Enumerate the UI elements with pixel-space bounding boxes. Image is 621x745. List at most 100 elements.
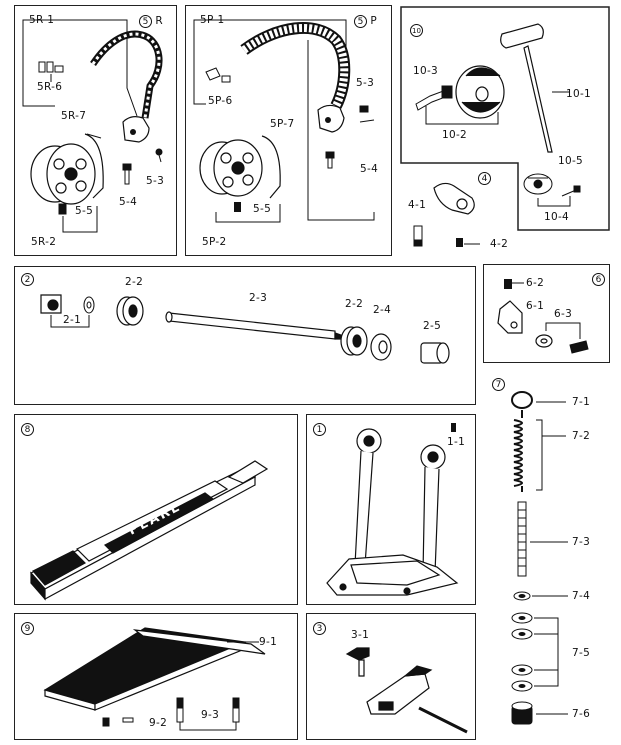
screw-10-5-icon xyxy=(562,186,580,196)
threaded-rod-icon xyxy=(518,502,526,576)
panel-9: 9 9-1 9-2 9-3 xyxy=(14,613,298,740)
label-9-1: 9-1 xyxy=(259,636,278,648)
hinge-4-1-icon xyxy=(434,183,474,214)
label-1-1: 1-1 xyxy=(447,436,466,448)
heel-plate-icon xyxy=(45,628,265,710)
label-5-5: 5-5 xyxy=(253,203,272,215)
badge-8: 8 xyxy=(21,423,34,436)
footboard-drawing: PEARL xyxy=(15,415,299,606)
bolt-10-3-icon xyxy=(416,86,452,110)
label-10-3: 10-3 xyxy=(413,65,439,77)
label-5r-2: 5R-2 xyxy=(31,236,57,248)
panel-1: 1 1-1 xyxy=(306,414,476,605)
badge-7: 7 xyxy=(492,378,505,391)
label-10-1: 10-1 xyxy=(566,88,592,100)
bolt-4-1-icon xyxy=(414,226,422,246)
label-5-3: 5-3 xyxy=(356,77,375,89)
badge-5p: 5 P xyxy=(354,15,377,28)
bolt-6-3-icon xyxy=(570,341,588,353)
footboard-icon xyxy=(31,461,267,599)
label-7-3: 7-3 xyxy=(572,536,591,548)
chain-sprocket-p-drawing xyxy=(186,6,393,257)
badge-10: 10 xyxy=(410,24,423,37)
label-2-1: 2-1 xyxy=(63,314,82,326)
nut-6-3-icon xyxy=(536,335,552,347)
frame-drawing xyxy=(307,423,477,606)
chain-sprocket-r-drawing xyxy=(15,6,178,257)
screw-5-5-icon xyxy=(234,202,241,212)
label-5-5: 5-5 xyxy=(75,205,94,217)
panel-3: 3 3-1 xyxy=(306,613,476,740)
screw-1-1-icon xyxy=(451,423,456,432)
label-5r-7: 5R-7 xyxy=(61,110,87,122)
badge-5r: 5 R xyxy=(139,15,163,28)
spring-hook-icon xyxy=(512,392,532,418)
badge-3: 3 xyxy=(313,622,326,635)
badge-4: 4 xyxy=(478,172,491,185)
panel-5r: 5R-1 5 R 5R-6 5R-7 5-3 5-4 5-5 5R-2 xyxy=(14,5,177,256)
panel-8: PEARL 8 xyxy=(14,414,298,605)
label-2-4: 2-4 xyxy=(373,304,392,316)
label-10-2: 10-2 xyxy=(442,129,468,141)
screw-6-2-icon xyxy=(504,279,512,289)
label-5p-2: 5P-2 xyxy=(202,236,227,248)
double-chain-icon xyxy=(244,28,344,106)
screw-5-3-icon xyxy=(156,149,162,162)
heel-plate-drawing xyxy=(15,614,299,741)
label-6-3: 6-3 xyxy=(554,308,573,320)
washer-icon xyxy=(514,592,530,600)
label-5-4: 5-4 xyxy=(119,196,138,208)
bearing-block-icon xyxy=(41,295,61,313)
label-2-2-b: 2-2 xyxy=(345,298,364,310)
axle-shaft-icon xyxy=(166,312,341,339)
screw-5-5-icon xyxy=(59,204,66,214)
label-4-1: 4-1 xyxy=(408,199,427,211)
hinge-drawing xyxy=(400,164,518,247)
label-10-5: 10-5 xyxy=(558,155,584,167)
label-9-2: 9-2 xyxy=(149,717,168,729)
screw-9-2-icon xyxy=(103,718,133,726)
label-5-4: 5-4 xyxy=(360,163,379,175)
panel-7: 7 7-1 7-2 7-3 7-4 7-5 7-6 xyxy=(484,370,614,740)
bearing-icon xyxy=(341,327,367,355)
label-2-3: 2-3 xyxy=(249,292,268,304)
label-5p-1: 5P-1 xyxy=(200,14,225,26)
sprocket-r-icon xyxy=(31,134,103,204)
label-6-1: 6-1 xyxy=(526,300,545,312)
screw-4-2-icon xyxy=(456,238,463,247)
washer-icon xyxy=(84,297,94,313)
wing-bolt-3-1-icon xyxy=(347,648,369,676)
bracket-6-1-icon xyxy=(498,301,522,333)
screw-5-3-icon xyxy=(360,106,374,122)
washer-set-icon xyxy=(512,613,532,691)
label-6-2: 6-2 xyxy=(526,277,545,289)
link-parts-icon xyxy=(206,68,230,82)
label-2-5: 2-5 xyxy=(423,320,442,332)
adjuster-drawing xyxy=(484,279,611,364)
label-7-1: 7-1 xyxy=(572,396,591,408)
label-5r-1: 5R-1 xyxy=(29,14,55,26)
label-7-5: 7-5 xyxy=(572,647,591,659)
label-10-4: 10-4 xyxy=(544,211,570,223)
label-7-2: 7-2 xyxy=(572,430,591,442)
label-7-4: 7-4 xyxy=(572,590,591,602)
spring-assembly-drawing xyxy=(484,370,614,740)
label-4-2: 4-2 xyxy=(490,238,509,250)
chain-icon xyxy=(93,34,159,118)
label-7-6: 7-6 xyxy=(572,708,591,720)
axle-drawing xyxy=(15,267,477,406)
panel-2: 2 2-1 2-2 2-3 2-2 2-4 2-5 xyxy=(14,266,476,405)
clamp-drawing xyxy=(307,614,477,741)
spring-icon xyxy=(514,420,522,492)
screw-5-4-icon xyxy=(326,152,334,168)
sprocket-p-icon xyxy=(200,136,280,198)
screw-5-4-icon xyxy=(123,164,131,184)
label-5p-7: 5P-7 xyxy=(270,118,295,130)
bearing-icon xyxy=(117,297,143,325)
badge-6: 6 xyxy=(592,273,605,286)
badge-9: 9 xyxy=(21,622,34,635)
collar-10-4-icon xyxy=(524,174,552,194)
collar-icon xyxy=(371,334,391,360)
label-3-1: 3-1 xyxy=(351,629,370,641)
frame-icon xyxy=(327,429,457,595)
